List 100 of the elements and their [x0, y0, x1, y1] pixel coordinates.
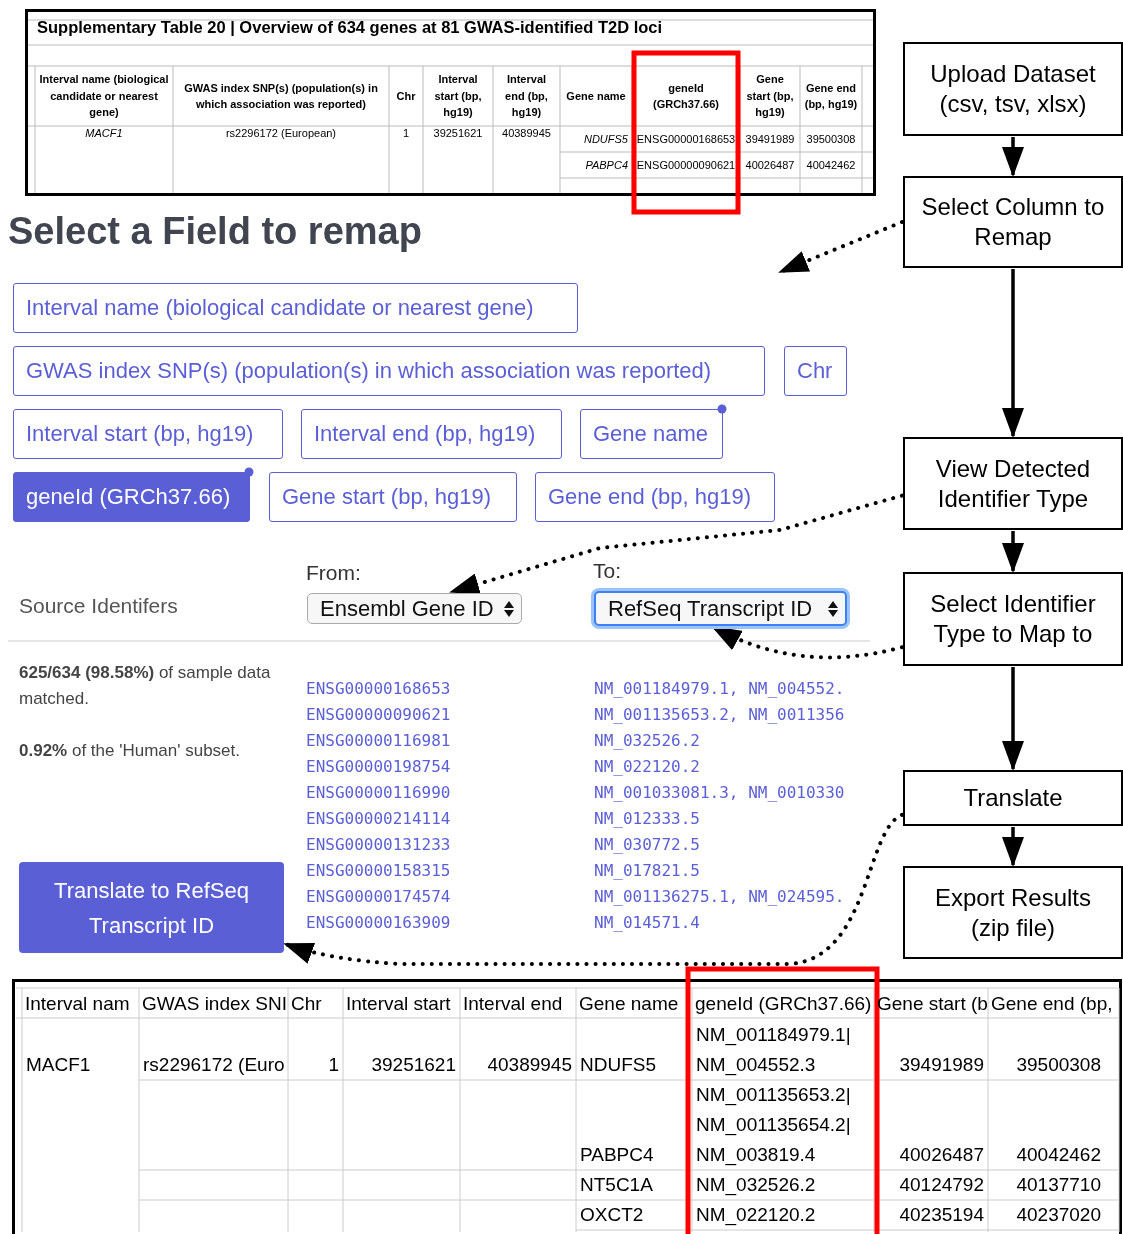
header-cell-text: Interval start (bp, hg19) — [433, 72, 483, 121]
identifier-text: NM_014571.4 — [594, 913, 701, 934]
header-cell-text: Chr — [395, 88, 417, 104]
header-cell-text: Gene end (bp, — [990, 991, 1114, 1016]
header-cell-text: Interval end (bp, hg19) — [504, 72, 549, 121]
identifier-text: ENSG00000116981 — [306, 731, 452, 752]
table-cell-text: 40235194 — [898, 1203, 985, 1227]
table-cell-text: NM_022120.2 — [695, 1203, 817, 1228]
select-dropdown: Ensembl Gene ID — [307, 593, 522, 624]
table-cell-text: rs2296172 (European) — [224, 127, 338, 141]
table-cell-text: 40042462 — [805, 158, 857, 173]
table-cell-text: OXCT2 — [579, 1203, 645, 1227]
table-cell-text: 40389945 — [501, 127, 552, 141]
table-cell-text: NT5C1A — [579, 1173, 654, 1197]
table-cell-text: 40026487 — [898, 1143, 985, 1167]
identifier-text: NM_030772.5 — [594, 835, 701, 856]
table-cell-text: rs2296172 (Euro — [142, 1053, 286, 1077]
identifier-text: NM_001135653.2, NM_0011356 — [594, 705, 846, 726]
header-cell-text: GWAS index SNP(s) (population(s) in which association was reported) — [183, 80, 379, 112]
identifier-text: NM_022120.2 — [594, 757, 701, 778]
arrow — [1002, 667, 1024, 771]
table-cell-text: 40137710 — [1015, 1173, 1102, 1197]
table-cell-text: ENSG00000168653 — [635, 132, 737, 147]
field-button: Chr — [784, 346, 847, 396]
action-button: Translate to RefSeq Transcript ID — [19, 862, 284, 953]
arrow — [1002, 531, 1024, 573]
identifier-text: NM_001033081.3, NM_0010330 — [594, 783, 846, 804]
identifier-text: NM_032526.2 — [594, 731, 701, 752]
dotted-arrow — [449, 493, 904, 595]
table-cell-text: 1 — [327, 1053, 340, 1077]
field-button: Gene start (bp, hg19) — [269, 472, 517, 522]
field-label: Source Identifers — [19, 594, 179, 619]
stat-text: 0.92% of the 'Human' subset. — [19, 740, 241, 762]
identifier-text: NM_017821.5 — [594, 861, 701, 882]
table-cell-text: 39251621 — [432, 127, 484, 141]
stat-text: 625/634 (98.58%) of sample data matched. — [19, 662, 272, 710]
arrow — [1002, 269, 1024, 438]
table-cell-text: PABPC4 — [584, 158, 629, 173]
process-box: Export Results (zip file) — [903, 866, 1123, 959]
identifier-text: ENSG00000131233 — [306, 835, 452, 856]
table-cell-text: NDUFS5 — [579, 1053, 657, 1077]
header-cell-text: Gene name — [565, 88, 627, 104]
identifier-text: ENSG00000198754 — [306, 757, 452, 778]
process-box: Select Column to Remap — [903, 176, 1123, 268]
identifier-text: ENSG00000090621 — [306, 705, 452, 726]
select-dropdown: RefSeq Transcript ID — [594, 591, 847, 626]
field-button: Gene name — [580, 409, 723, 459]
header-cell-text: Interval end — [462, 991, 564, 1016]
table-cell-text: 39500308 — [1015, 1053, 1102, 1077]
table-cell-text: 1 — [401, 127, 411, 141]
dotted-arrow — [778, 220, 904, 274]
field-label: To: — [593, 559, 622, 584]
dotted-arrow — [283, 812, 904, 966]
identifier-text: ENSG00000158315 — [306, 861, 452, 882]
table-cell-text: 39491989 — [898, 1053, 985, 1077]
header-cell-text: Gene name — [578, 991, 680, 1016]
selected-field-button: geneId (GRCh37.66) — [13, 472, 250, 522]
header-cell-text: Interval name (biological candidate or nearest gene) — [38, 72, 170, 121]
process-box: Select Identifier Type to Map to — [903, 572, 1123, 666]
header-cell-text: Chr — [290, 991, 323, 1016]
table-title: Supplementary Table 20 | Overview of 634 genes at 81 GWAS-identified T2D loci — [37, 18, 664, 38]
table-cell-text: PABPC4 — [579, 1143, 655, 1167]
identifier-text: ENSG00000168653 — [306, 679, 452, 700]
identifier-text: ENSG00000174574 — [306, 887, 452, 908]
field-button: Interval start (bp, hg19) — [13, 409, 283, 459]
identifier-text: NM_001136275.1, NM_024595. — [594, 887, 846, 908]
table-cell-text: 40237020 — [1015, 1203, 1102, 1227]
identifier-text: NM_012333.5 — [594, 809, 701, 830]
table-cell-text: 39491989 — [744, 132, 796, 147]
header-cell-text: Interval start — [345, 991, 452, 1016]
identifier-text: ENSG00000214114 — [306, 809, 452, 830]
table-cell-text: NM_001184979.1| NM_004552.3 — [695, 1023, 852, 1078]
arrow — [1002, 827, 1024, 867]
field-button: Interval name (biological candidate or nearest gene) — [13, 283, 578, 333]
header-cell-text: Interval nam — [24, 991, 131, 1016]
identifier-text: ENSG00000116990 — [306, 783, 452, 804]
table-cell-text: 40042462 — [1015, 1143, 1102, 1167]
table-cell-text: 40124792 — [898, 1173, 985, 1197]
table-cell-text: MACF1 — [84, 127, 124, 141]
table-cell-text: 40389945 — [486, 1053, 573, 1077]
field-button: GWAS index SNP(s) (population(s) in which association was reported) — [13, 346, 765, 396]
process-box: Upload Dataset (csv, tsv, xlsx) — [903, 42, 1123, 136]
table-cell-text: 40026487 — [744, 158, 796, 173]
table-cell-text: NM_001135653.2| NM_001135654.2| NM_003819.4 — [695, 1083, 852, 1168]
header-cell-text: GWAS index SNI — [141, 991, 288, 1016]
field-button: Interval end (bp, hg19) — [301, 409, 562, 459]
table-cell-text: NM_032526.2 — [695, 1173, 817, 1198]
section-heading: Select a Field to remap — [8, 210, 423, 254]
table-cell-text: NDUFS5 — [583, 132, 629, 147]
arrow — [1002, 137, 1024, 177]
table-cell-text: 39251621 — [370, 1053, 457, 1077]
field-label: From: — [306, 561, 362, 586]
identifier-text: NM_001184979.1, NM_004552. — [594, 679, 846, 700]
header-cell-text: Gene start (bp, hg19) — [745, 72, 795, 121]
table-cell-text: ENSG00000090621 — [635, 158, 737, 173]
header-cell-text: geneId (GRCh37.66) — [652, 80, 720, 112]
table-cell-text: MACF1 — [25, 1053, 92, 1077]
identifier-text: ENSG00000163909 — [306, 913, 452, 934]
process-box: View Detected Identifier Type — [903, 437, 1123, 530]
process-box: Translate — [903, 770, 1123, 826]
